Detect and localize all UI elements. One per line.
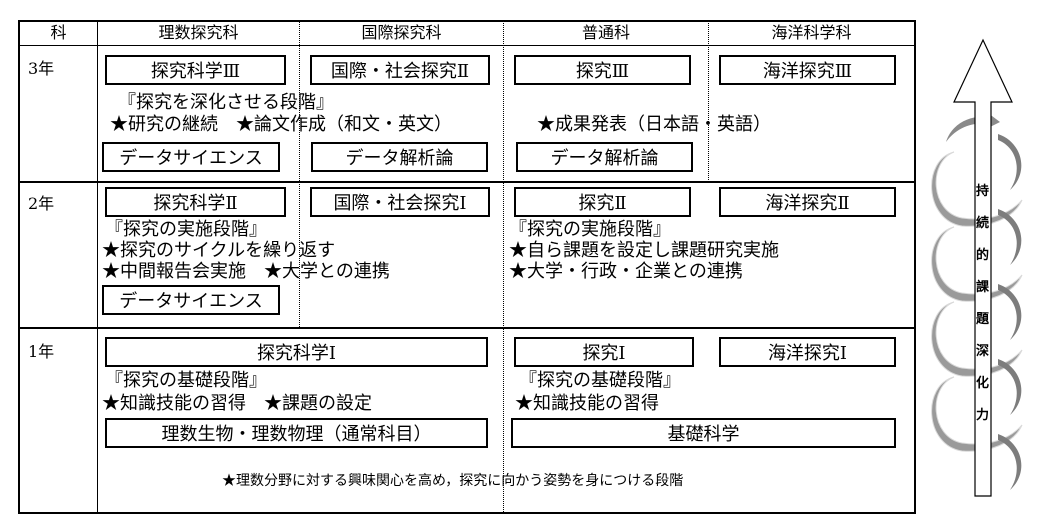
spiral-ribbons: [931, 151, 1023, 452]
header-course-risuu: 理数探究科: [158, 23, 239, 42]
box-kaiyou-tankyu-3: 海洋探究Ⅲ: [719, 55, 896, 85]
box-tankyu-1: 探究Ⅰ: [514, 337, 694, 367]
box-risuu-seibutsu-butsuri: 理数生物・理数物理（通常科目）: [105, 418, 488, 448]
box-kaiyou-tankyu-1: 海洋探究Ⅰ: [719, 337, 896, 367]
year2-left-item-cycle: ★探究のサイクルを繰り返す: [102, 240, 336, 261]
box-kokusai-shakai-tankyu-1: 国際・社会探究Ⅰ: [310, 187, 490, 217]
year-label-2: 2年: [28, 194, 55, 213]
col-divider-1: [299, 20, 300, 327]
year2-right-item-renkei: ★大学・行政・企業との連携: [509, 261, 743, 282]
year2-left-stage: 『探究の実施段階』: [105, 219, 267, 240]
up-arrow: [953, 38, 1013, 497]
frame-right: [914, 20, 916, 514]
year-label-1: 1年: [28, 342, 55, 361]
year2-right-stage: 『探究の実施段階』: [509, 219, 671, 240]
box-kokusai-shakai-tankyu-2: 国際・社会探究Ⅱ: [310, 55, 490, 85]
side-label-char-1: 持: [976, 184, 990, 199]
year-column-line: [97, 20, 98, 514]
side-label-char-7: 化: [976, 376, 990, 391]
year3-item-research: ★研究の継続 ★論文作成（和文・英文）: [110, 114, 452, 135]
header-course-kaiyou: 海洋科学科: [771, 23, 852, 42]
side-label-char-4: 課: [976, 280, 990, 295]
box-data-science-3: データサイエンス: [102, 142, 280, 172]
year1-footnote: ★理数分野に対する興味関心を高め，探究に向かう姿勢を身につける段階: [222, 473, 684, 489]
side-label-char-5: 題: [976, 312, 990, 327]
box-kiso-kagaku: 基礎科学: [511, 418, 896, 448]
box-tankyu-kagaku-2: 探究科学Ⅱ: [105, 187, 286, 217]
year2-right-item-kadai: ★自ら課題を設定し課題研究実施: [509, 240, 779, 261]
year1-left-stage: 『探究の基礎段階』: [105, 370, 267, 391]
box-tankyu-3: 探究Ⅲ: [514, 55, 691, 85]
row-divider-2-1: [18, 327, 916, 329]
box-kaiyou-tankyu-2: 海洋探究Ⅱ: [719, 187, 896, 217]
year3-stage: 『探究を深化させる段階』: [118, 92, 334, 113]
box-tankyu-kagaku-3: 探究科学Ⅲ: [105, 55, 286, 85]
row-divider-3-2: [18, 181, 916, 183]
side-label-char-2: 続: [976, 216, 990, 231]
spiral-top-arrow: [946, 110, 1000, 142]
col-divider-2: [503, 20, 504, 514]
spiral-arrow-graphic: [931, 38, 1023, 497]
header-bottom-line: [18, 45, 916, 46]
frame-left: [18, 20, 20, 514]
header-subject-label: 科: [50, 23, 67, 42]
year-label-3: 3年: [28, 59, 55, 78]
year1-right-stage: 『探究の基礎段階』: [519, 370, 681, 391]
header-course-futsuu: 普通科: [581, 23, 630, 42]
col-divider-3: [708, 20, 709, 182]
box-data-science-2: データサイエンス: [102, 285, 280, 315]
side-label-char-6: 深: [976, 344, 990, 359]
box-tankyu-kagaku-1: 探究科学Ⅰ: [105, 337, 488, 367]
year3-item-presentation: ★成果発表（日本語・英語）: [537, 114, 771, 135]
side-label-char-8: 力: [976, 408, 990, 423]
year2-left-item-report: ★中間報告会実施 ★大学との連携: [102, 261, 390, 282]
spiral-back-ribbons: [998, 134, 1022, 490]
header-course-kokusai: 国際探究科: [361, 23, 442, 42]
frame-bottom: [18, 512, 916, 514]
box-tankyu-2: 探究Ⅱ: [514, 187, 691, 217]
box-data-kaiseki-kokusai: データ解析論: [311, 142, 488, 172]
side-label-char-3: 的: [976, 248, 990, 263]
year1-left-items: ★知識技能の習得 ★課題の設定: [102, 393, 372, 414]
year1-right-items: ★知識技能の習得: [515, 393, 659, 414]
frame-top: [18, 20, 916, 22]
box-data-kaiseki-futsuu: データ解析論: [516, 142, 693, 172]
